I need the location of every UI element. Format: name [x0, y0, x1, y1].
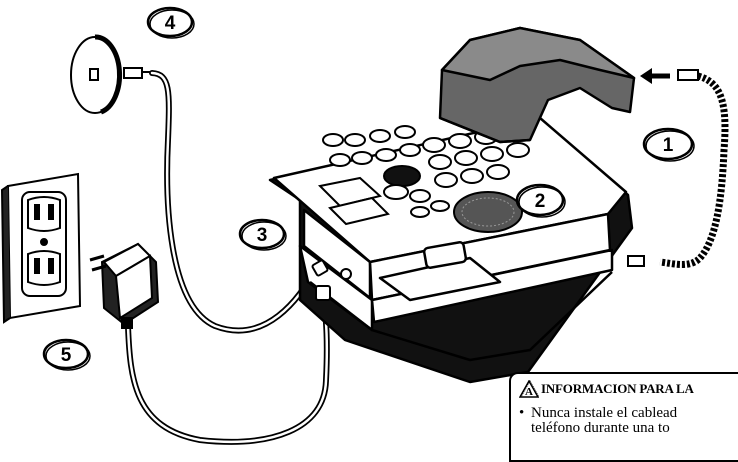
safety-line-2: teléfono durante una to — [531, 420, 670, 436]
telephone-line-cord — [152, 73, 318, 331]
callout-1: 1 — [644, 129, 694, 161]
coiled-handset-cord — [628, 70, 725, 266]
svg-text:A: A — [525, 386, 533, 398]
safety-information-box: A INFORMACION PARA LA •Nunca instale el … — [509, 372, 738, 462]
callout-label-5: 5 — [61, 345, 72, 366]
handset — [440, 28, 634, 142]
safety-line-1: Nunca instale el cablead — [531, 405, 677, 421]
wall-outlet — [2, 174, 80, 322]
speaker-grille — [454, 192, 522, 232]
ac-power-adapter — [90, 244, 158, 328]
callout-5: 5 — [44, 340, 90, 370]
bullet-dot: • — [519, 406, 531, 421]
callout-3: 3 — [240, 220, 286, 250]
callout-label-3: 3 — [257, 225, 268, 246]
arrow-to-handset-jack — [640, 68, 670, 84]
safety-bullet-item: •Nunca instale el cablead teléfono duran… — [519, 406, 738, 436]
warning-triangle-icon: A — [519, 380, 539, 398]
callout-label-1: 1 — [663, 135, 674, 156]
callout-label-4: 4 — [165, 13, 176, 34]
safety-title: INFORMACION PARA LA — [541, 381, 694, 397]
safety-title-row: A INFORMACION PARA LA — [519, 380, 738, 398]
wall-phone-jack — [71, 37, 152, 113]
callout-label-2: 2 — [535, 191, 546, 212]
callout-4: 4 — [148, 8, 194, 38]
callout-2: 2 — [517, 185, 565, 217]
